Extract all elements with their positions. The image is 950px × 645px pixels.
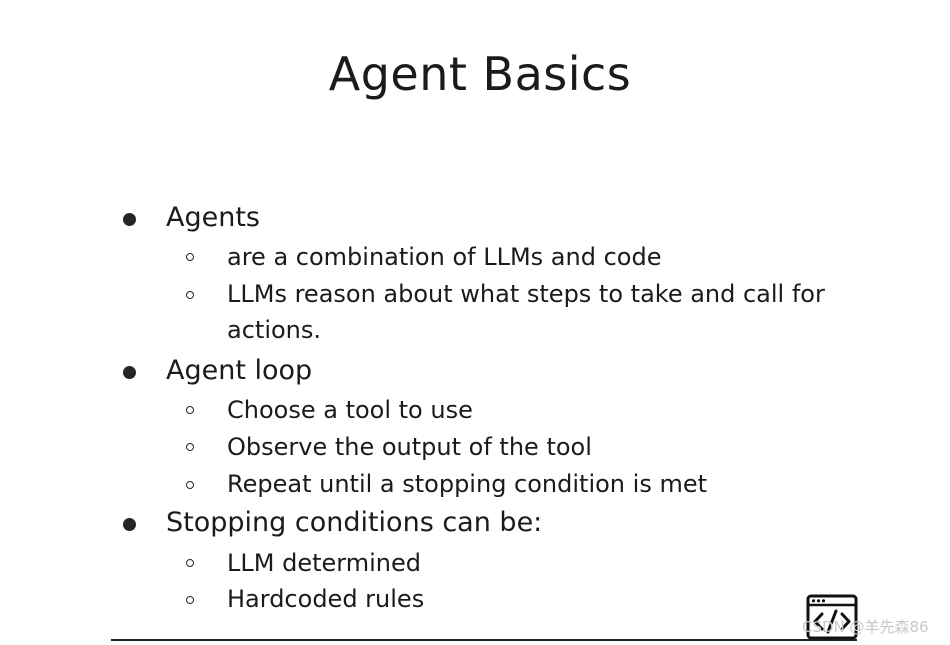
slide-title: Agent Basics: [328, 47, 632, 101]
bullet-item-agent-loop: Agent loop: [166, 355, 313, 386]
code-window-icon: [806, 594, 858, 640]
sub-bullet-marker: [186, 291, 194, 299]
sub-bullet-item: Hardcoded rules: [227, 585, 425, 613]
sub-bullet-marker: [186, 443, 194, 451]
sub-bullet-marker: [186, 596, 194, 604]
sub-bullet-item: Repeat until a stopping condition is met: [227, 470, 707, 498]
sub-bullet-marker: [186, 406, 194, 414]
sub-bullet-item: LLM determined: [227, 549, 421, 577]
sub-bullet-item: Choose a tool to use: [227, 396, 473, 424]
bullet-item-agents: Agents: [166, 202, 260, 233]
sub-bullet-marker: [186, 559, 194, 567]
bullet-marker: [123, 366, 136, 379]
bullet-marker: [123, 213, 136, 226]
sub-bullet-item: are a combination of LLMs and code: [227, 243, 662, 271]
sub-bullet-item: Observe the output of the tool: [227, 433, 592, 461]
sub-bullet-marker: [186, 253, 194, 261]
sub-bullet-item: LLMs reason about what steps to take and…: [227, 280, 825, 344]
bullet-marker: [123, 518, 136, 531]
bullet-item-stopping-conditions: Stopping conditions can be:: [166, 507, 543, 538]
watermark-text: CSDN @羊先森86: [802, 618, 929, 636]
sub-bullet-marker: [186, 481, 194, 489]
bottom-divider: [111, 639, 857, 641]
